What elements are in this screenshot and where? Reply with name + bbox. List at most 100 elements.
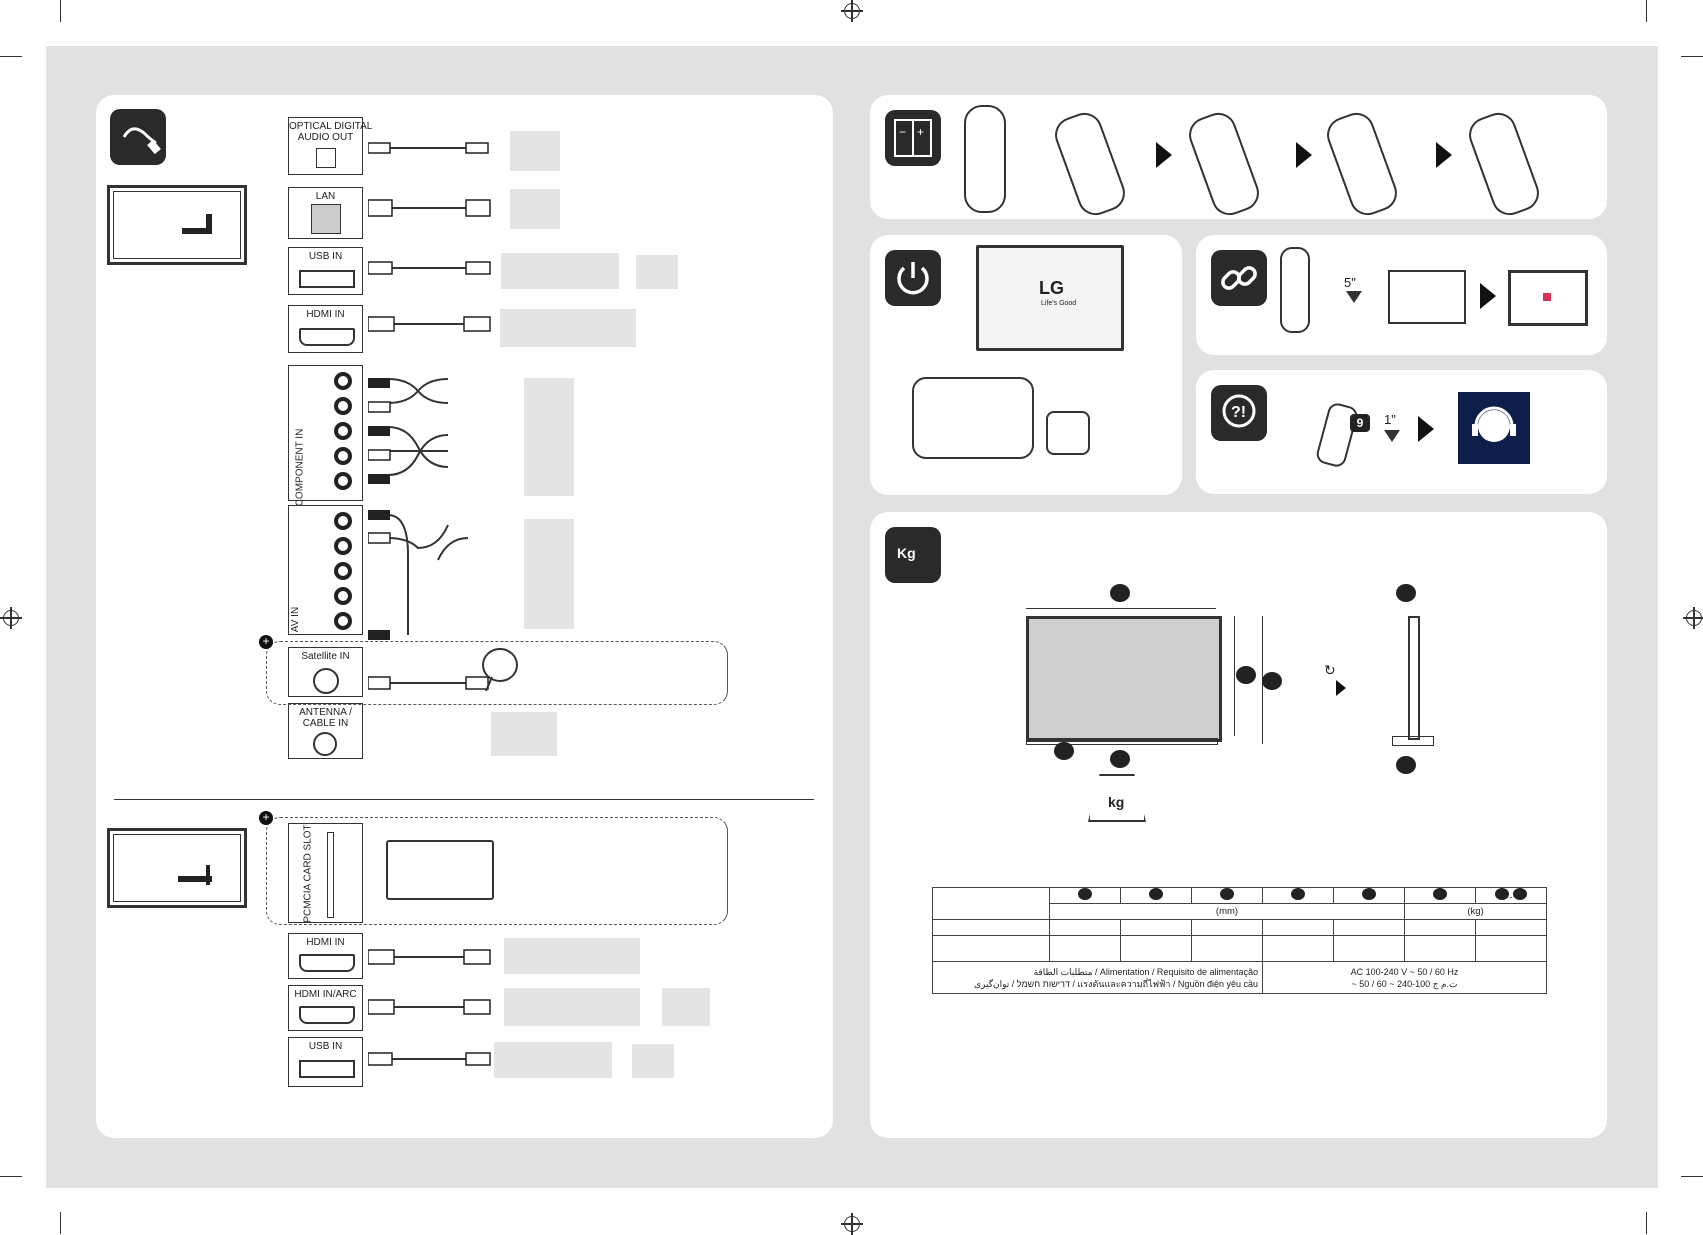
remote-pairing: [1280, 247, 1310, 333]
step-arrow: [1296, 142, 1312, 168]
tv-side-stand: [1392, 736, 1434, 746]
lg-tagline: Life's Good: [1041, 300, 1077, 307]
pairing-indicator: [1543, 293, 1551, 301]
av-devices: [524, 519, 574, 629]
power-panel: LG Life's Good: [870, 235, 1182, 495]
svg-text:−: −: [899, 125, 906, 139]
usb-in-port-2: USB IN: [288, 1037, 363, 1087]
battery-step-2: [1184, 107, 1264, 221]
usb-in-port: USB IN: [288, 247, 363, 295]
tv-front-stand: [1026, 738, 1218, 745]
step-arrow: [1156, 142, 1172, 168]
tv-front-illustration: LG Life's Good: [976, 245, 1124, 351]
antenna-device: [491, 712, 557, 756]
ci-module-card: [386, 840, 494, 900]
antenna-port: ANTENNA / CABLE IN: [288, 703, 363, 759]
component-jacks: [334, 372, 352, 630]
table-marker: [1149, 888, 1163, 900]
optical-port-label: OPTICAL DIGITAL AUDIO OUT: [289, 121, 373, 143]
spec-table: - (mm) (kg) متطلبات الطاقة / Alimentatio…: [932, 887, 1547, 994]
crop-mark: [60, 1212, 61, 1234]
usb-in-port-label: USB IN: [308, 251, 343, 262]
power-value-line1: AC 100-240 V ~ 50 / 60 Hz: [1350, 966, 1459, 977]
battery-icon: −+: [885, 110, 941, 166]
dimension-marker: [1236, 666, 1256, 684]
hdmi-in-arc-label: HDMI IN/ARC: [294, 989, 357, 1000]
usb-storage-device-2: [494, 1042, 612, 1078]
link-panel: 5": [1196, 235, 1607, 355]
cables-bottom: [368, 949, 491, 1066]
hdmi-in-port-2: HDMI IN: [288, 933, 363, 979]
lan-port: LAN: [288, 187, 363, 239]
hourglass-icon: [1384, 430, 1400, 442]
power-value-line2: ~ 50 / 60 ~ 240-100 ت.م ج: [1351, 978, 1458, 989]
hdmi-in-2-label: HDMI IN: [306, 937, 345, 948]
dimension-marker: [1396, 756, 1416, 774]
router-device: [510, 189, 560, 229]
dimension-marker: [1054, 742, 1074, 760]
registration-mark-left: [0, 607, 22, 629]
table-marker: [1291, 888, 1305, 900]
battery-step-4: [1464, 107, 1544, 221]
table-marker: [1220, 888, 1234, 900]
unit-mm: (mm): [1049, 903, 1405, 920]
hdmi-in-port-label: HDMI IN: [306, 309, 345, 320]
crop-mark: [0, 56, 22, 57]
crop-mark: [1681, 56, 1703, 57]
dimension-marker: [1110, 750, 1130, 768]
usb-flash-device-2: [632, 1044, 674, 1078]
cables: [368, 142, 491, 690]
lan-port-label: LAN: [315, 191, 336, 202]
table-marker: [1078, 888, 1092, 900]
hdmi-devices-2: [504, 938, 640, 974]
height-dimension-line: [1234, 616, 1235, 736]
dimension-marker: [1110, 584, 1130, 602]
tv-on: [1508, 270, 1588, 326]
step-arrow: [1480, 283, 1496, 309]
battery-step-1: [1050, 107, 1130, 221]
pcmcia-slot: PCMCIA CARD SLOT: [288, 823, 363, 923]
antenna-label: ANTENNA / CABLE IN: [299, 707, 352, 729]
lg-logo: LG: [1039, 278, 1064, 298]
usb-storage-device: [501, 253, 619, 289]
remote-power-illustration: [1046, 411, 1090, 455]
help-panel: ?! 9 1": [1196, 370, 1607, 494]
unit-kg: (kg): [1404, 903, 1547, 920]
cable-icon: [110, 109, 166, 165]
help-key: 9: [1350, 414, 1370, 432]
pcmcia-optional-group: [266, 817, 728, 925]
help-question-icon: ?!: [1211, 385, 1267, 441]
step-arrow: [1336, 680, 1346, 696]
component-devices: [524, 378, 574, 496]
remote-illustration: [964, 105, 1006, 213]
hdmi-in-arc-port: HDMI IN/ARC: [288, 985, 363, 1031]
registration-mark-top: [841, 0, 863, 22]
satellite-dish-icon: [482, 648, 518, 692]
width-dimension-line: [1026, 608, 1216, 609]
power-icon: [885, 250, 941, 306]
component-in-label: COMPONENT IN: [294, 428, 306, 507]
plus-icon: +: [259, 811, 273, 825]
speaker-device-2: [662, 988, 710, 1026]
satellite-optional-group: [266, 641, 728, 705]
satellite-in-label: Satellite IN: [301, 651, 350, 662]
hdmi-in-port: HDMI IN: [288, 305, 363, 353]
tv-side-diagram-bottom: [107, 828, 247, 908]
tv-side-profile: [1408, 616, 1420, 740]
connections-panel: OPTICAL DIGITAL AUDIO OUT LAN USB IN HDM…: [96, 95, 833, 1138]
step-arrow: [1436, 142, 1452, 168]
remote-keypad: [1314, 401, 1360, 469]
scale-label: kg: [1108, 794, 1125, 810]
tv-off: [1388, 270, 1466, 324]
speaker-device: [510, 131, 560, 171]
step-arrow: [1418, 416, 1434, 442]
table-marker: [1512, 888, 1527, 900]
power-label-line2: דרישות חשמל / توان‌گیری / แรงดันและความถ…: [974, 978, 1258, 989]
satellite-in-port: Satellite IN: [288, 647, 363, 697]
weight-bag-icon: Kg: [885, 527, 941, 583]
weight-bag-label: Kg: [897, 545, 916, 561]
av-in-label: AV IN: [290, 606, 302, 633]
link-icon: [1211, 250, 1267, 306]
power-label-line1: متطلبات الطاقة / Alimentation / Requisit…: [1033, 966, 1258, 977]
table-marker: [1433, 888, 1447, 900]
